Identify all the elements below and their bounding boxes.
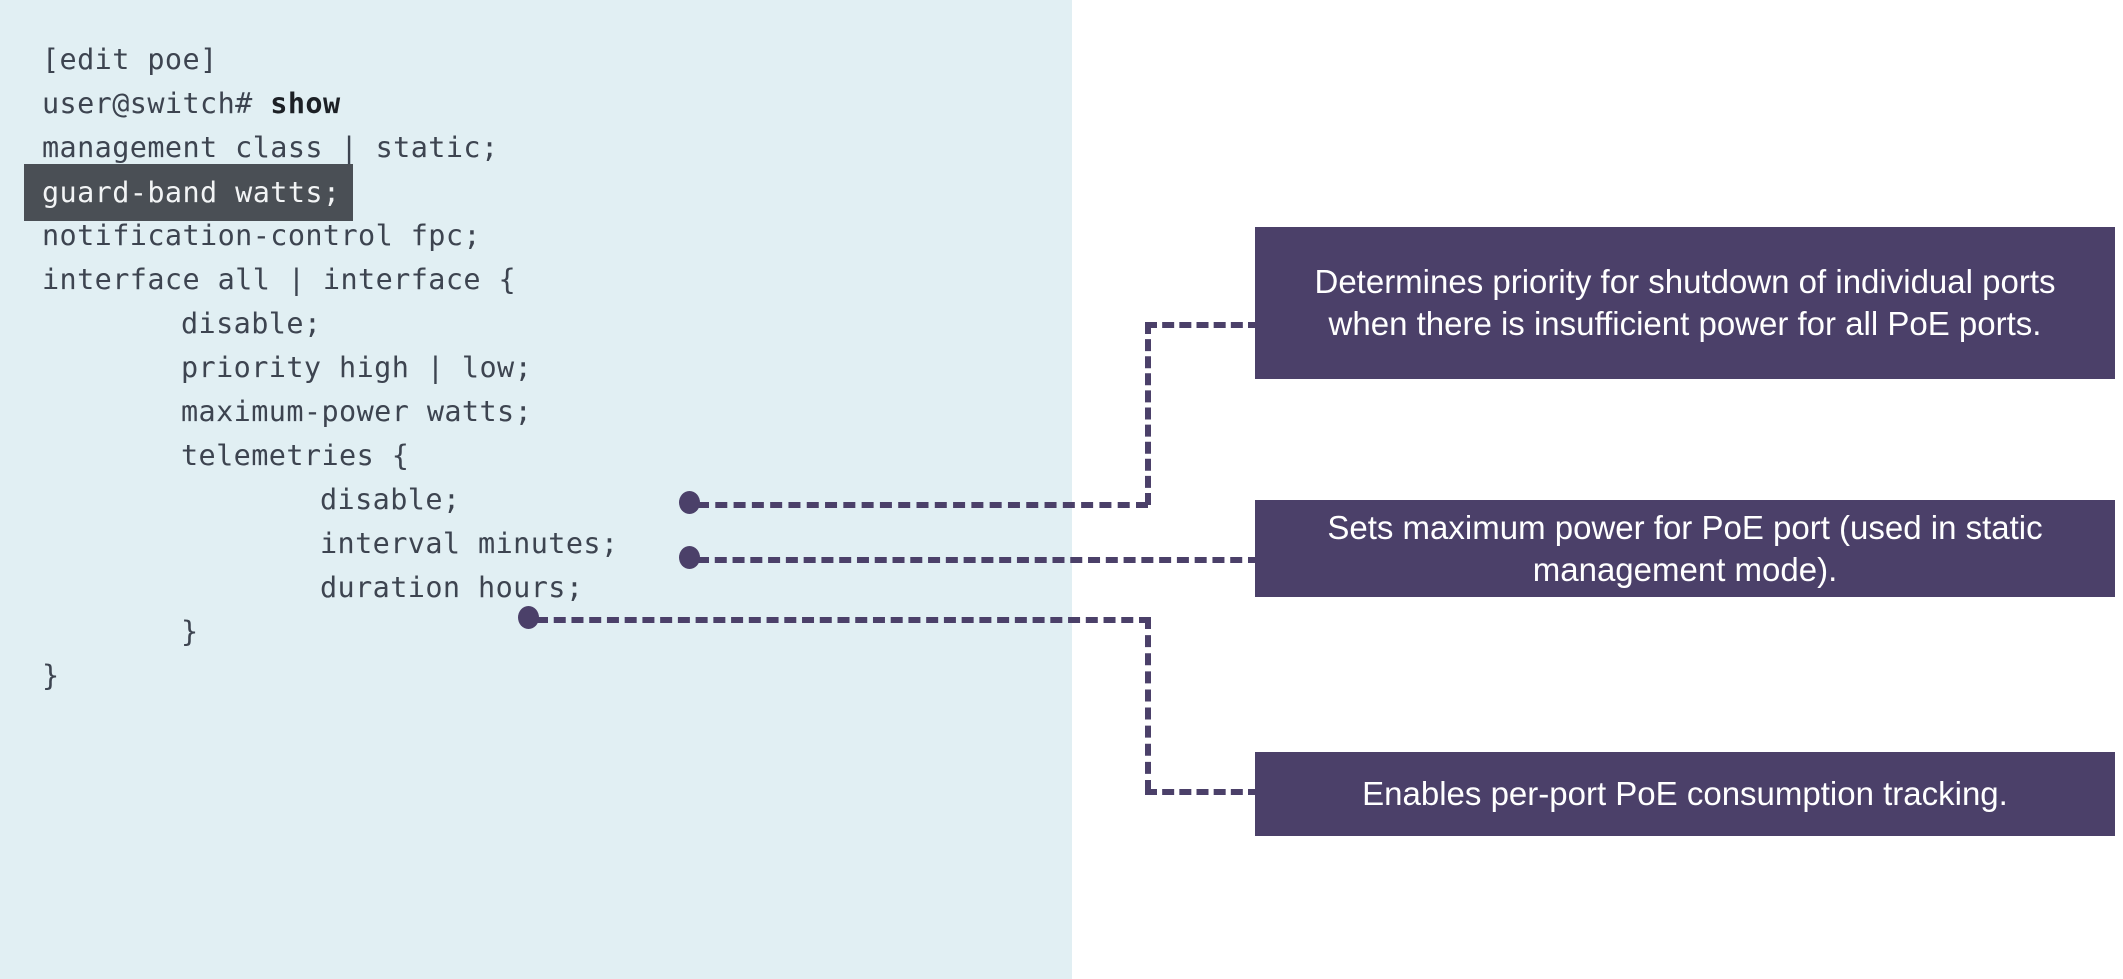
code-line-management: management class | static; (42, 131, 499, 164)
cli-command-show: show (270, 87, 341, 120)
code-line-disable-2: disable; (320, 483, 461, 516)
code-line-interval: interval minutes; (320, 527, 619, 560)
code-line-notification-control: notification-control fpc; (42, 219, 481, 252)
code-line-edit-context: [edit poe] (42, 43, 218, 76)
callout-box-telemetries: Enables per-port PoE consumption trackin… (1255, 752, 2115, 836)
callout-box-priority: Determines priority for shutdown of indi… (1255, 227, 2115, 379)
code-line-priority: priority high | low; (181, 351, 533, 384)
callout-text-telemetries: Enables per-port PoE consumption trackin… (1362, 775, 2008, 813)
code-line-guard-band-highlighted: guard-band watts; (24, 164, 353, 221)
code-line-close-outer-brace: } (42, 659, 60, 692)
connector-dot-telemetries (518, 606, 539, 629)
connector-line-maximum-power-horizontal (697, 557, 1260, 563)
highlight-row: guard-band watts; (24, 164, 1052, 221)
code-line-disable-1: disable; (181, 307, 322, 340)
connector-dot-priority (679, 491, 700, 514)
connector-dot-maximum-power (679, 546, 700, 569)
callout-text-priority: Determines priority for shutdown of indi… (1314, 263, 2056, 342)
code-line-duration: duration hours; (320, 571, 584, 604)
cli-prompt: user@switch# (42, 87, 271, 120)
connector-line-telemetries-horizontal (536, 617, 1151, 623)
code-panel: [edit poe] user@switch# show management … (0, 0, 1072, 979)
code-line-prompt-show: user@switch# show (42, 82, 1052, 126)
cli-code-block: [edit poe] user@switch# show management … (24, 38, 1052, 698)
connector-line-priority-to-box (1145, 322, 1260, 328)
connector-line-telemetries-vertical (1145, 617, 1151, 792)
code-line-telemetries: telemetries { (181, 439, 410, 472)
connector-line-telemetries-to-box (1145, 789, 1260, 795)
callout-box-maximum-power: Sets maximum power for PoE port (used in… (1255, 500, 2115, 597)
code-line-maximum-power: maximum-power watts; (181, 395, 533, 428)
connector-line-priority-vertical (1145, 322, 1151, 505)
code-line-close-inner-brace: } (181, 615, 199, 648)
callout-text-maximum-power: Sets maximum power for PoE port (used in… (1327, 508, 2043, 588)
connector-line-priority-horizontal (697, 502, 1148, 508)
code-line-interface: interface all | interface { (42, 263, 517, 296)
